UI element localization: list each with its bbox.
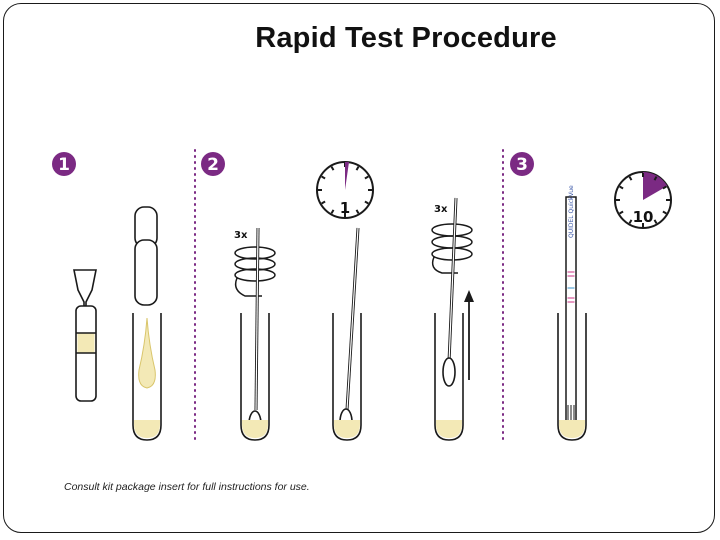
clock-tick (355, 209, 360, 214)
clock-tick (662, 210, 667, 215)
clock-icon: 1 (316, 161, 374, 219)
step-badge-icon: 1 (52, 152, 76, 176)
up-arrow-icon (464, 290, 474, 380)
clock-tick (364, 175, 369, 180)
footnote: Consult kit package insert for full inst… (64, 481, 310, 493)
timer-value: 1 (340, 199, 350, 217)
rotation-icon (431, 223, 473, 274)
step-number: 2 (207, 155, 219, 175)
reagent-vial-icon (73, 269, 97, 402)
slide-frame (3, 3, 715, 533)
rotation-count-label: 3x (434, 204, 448, 215)
clock-tick (662, 185, 667, 190)
swab-icon (442, 197, 458, 387)
test-tube-icon (132, 313, 162, 441)
clock-tick (653, 219, 658, 224)
test-tube-icon (434, 313, 464, 441)
rotation-icon (234, 246, 276, 297)
clock-tick (321, 200, 326, 205)
page-title: Rapid Test Procedure (255, 22, 557, 54)
step-badge-icon: 3 (510, 152, 534, 176)
test-tube-icon (332, 313, 362, 441)
step-badge-icon: 2 (201, 152, 225, 176)
clock-tick (628, 176, 633, 181)
clock-tick (321, 175, 326, 180)
clock-tick (330, 166, 335, 171)
test-tube-icon (557, 313, 587, 441)
rotation-count-label: 3x (234, 230, 248, 241)
dropper-icon (134, 206, 158, 306)
clock-tick (653, 176, 658, 181)
clock-tick (619, 210, 624, 215)
clock-icon: 10 (614, 171, 672, 229)
clock-tick (619, 185, 624, 190)
clock-tick (364, 200, 369, 205)
step-number: 1 (58, 155, 70, 175)
clock-tick (628, 219, 633, 224)
test-strip-icon: QUIDEL QuickVue (565, 185, 577, 433)
swab-icon (339, 227, 360, 436)
strip-label: QUIDEL QuickVue (568, 185, 575, 238)
clock-tick (330, 209, 335, 214)
step-number: 3 (516, 155, 528, 175)
clock-tick (355, 166, 360, 171)
timer-value: 10 (633, 208, 654, 226)
test-tube-icon (240, 313, 270, 441)
